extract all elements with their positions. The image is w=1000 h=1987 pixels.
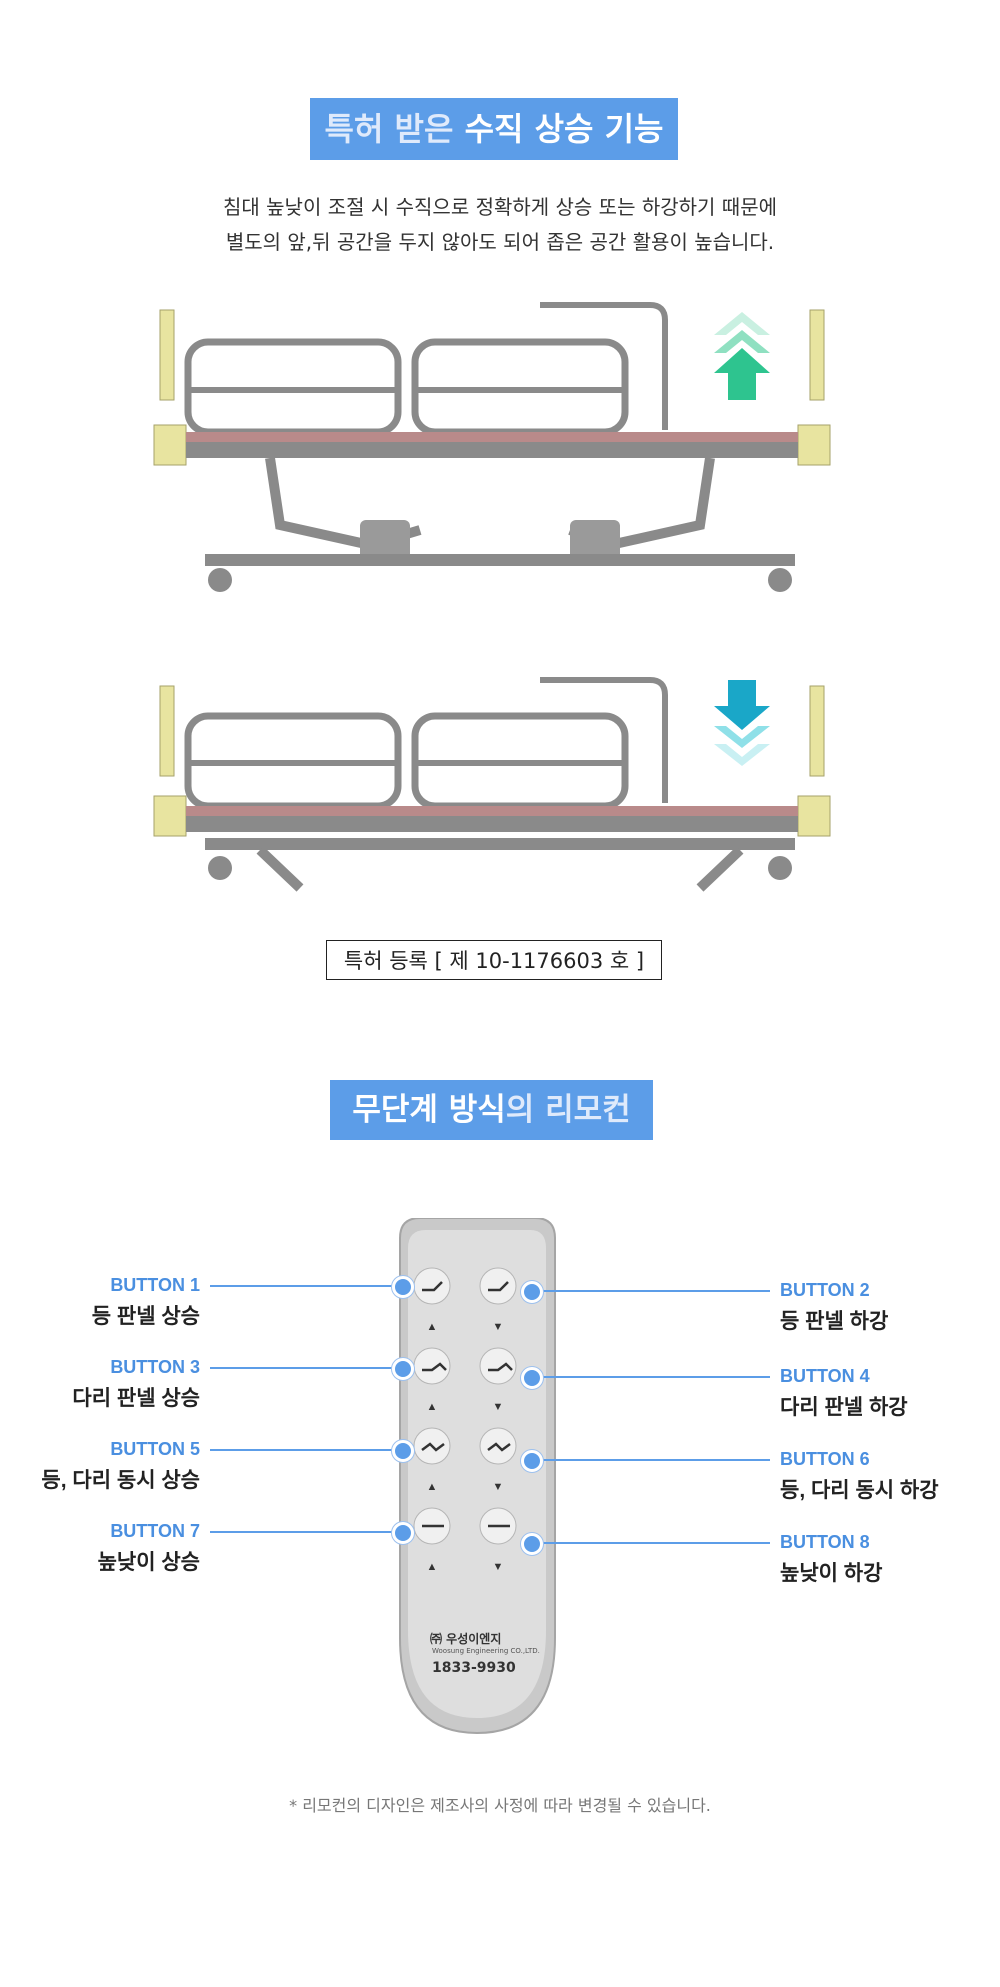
button-1-label: BUTTON 1 등 판넬 상승 <box>40 1275 200 1330</box>
button-3-label: BUTTON 3 다리 판넬 상승 <box>40 1357 200 1412</box>
button-6-title: BUTTON 6 <box>780 1449 870 1469</box>
button-2-label: BUTTON 2 등 판넬 하강 <box>780 1280 980 1335</box>
button-5-title: BUTTON 5 <box>110 1439 200 1459</box>
button-1-leader <box>210 1285 405 1287</box>
button-7-title: BUTTON 7 <box>110 1521 200 1541</box>
button-3-desc: 다리 판넬 상승 <box>72 1387 200 1410</box>
button-7-marker <box>392 1522 414 1544</box>
svg-text:▼: ▼ <box>493 1481 504 1493</box>
section-title-remote: 무단계 방식의 리모컨 <box>330 1080 653 1140</box>
banner-suffix: 의 리모컨 <box>505 1092 631 1128</box>
banner-main: 수직 상승 기능 <box>464 110 664 148</box>
button-8-desc: 높낮이 하강 <box>780 1562 883 1585</box>
button-6-marker <box>521 1450 543 1472</box>
button-7-label: BUTTON 7 높낮이 상승 <box>40 1521 200 1576</box>
button-7-desc: 높낮이 상승 <box>97 1551 200 1574</box>
button-8-label: BUTTON 8 높낮이 하강 <box>780 1532 980 1587</box>
remote-design-note: * 리모컨의 디자인은 제조사의 사정에 따라 변경될 수 있습니다. <box>289 1796 711 1815</box>
svg-text:▲: ▲ <box>427 1481 438 1493</box>
svg-text:▲: ▲ <box>427 1321 438 1333</box>
button-2-desc: 등 판넬 하강 <box>780 1310 889 1333</box>
button-8-title: BUTTON 8 <box>780 1532 870 1552</box>
svg-text:▲: ▲ <box>427 1561 438 1573</box>
button-1-title: BUTTON 1 <box>110 1275 200 1295</box>
bed-raised-illustration <box>153 302 831 592</box>
button-7-leader <box>210 1531 405 1533</box>
button-5-leader <box>210 1449 405 1451</box>
remote-control: ▲ ▼ ▲ ▼ ▲ ▼ ▲ ▼ <box>399 1218 556 1735</box>
button-2-title: BUTTON 2 <box>780 1280 870 1300</box>
svg-text:▼: ▼ <box>493 1401 504 1413</box>
remote-brand-en: Woosung Engineering CO.,LTD. <box>432 1647 540 1655</box>
remote-brand: ㈜ 우성이엔지 <box>430 1632 502 1646</box>
remote-phone: 1833-9930 <box>432 1660 516 1676</box>
description-line-1: 침대 높낮이 조절 시 수직으로 정확하게 상승 또는 하강하기 때문에 <box>222 195 778 219</box>
section-title-vertical-lift: 특허 받은 수직 상승 기능 <box>310 98 678 160</box>
svg-text:▼: ▼ <box>493 1561 504 1573</box>
svg-text:▼: ▼ <box>493 1321 504 1333</box>
button-6-desc: 등, 다리 동시 하강 <box>780 1479 939 1502</box>
banner-prefix: 특허 받은 <box>324 110 465 148</box>
button-4-label: BUTTON 4 다리 판넬 하강 <box>780 1366 980 1421</box>
button-5-marker <box>392 1440 414 1462</box>
button-5-desc: 등, 다리 동시 상승 <box>41 1469 200 1492</box>
button-5-label: BUTTON 5 등, 다리 동시 상승 <box>20 1439 200 1494</box>
button-4-desc: 다리 판넬 하강 <box>780 1396 908 1419</box>
button-4-leader <box>535 1376 770 1378</box>
button-1-marker <box>392 1276 414 1298</box>
button-8-marker <box>521 1533 543 1555</box>
button-3-leader <box>210 1367 405 1369</box>
button-2-marker <box>521 1281 543 1303</box>
button-2-leader <box>535 1290 770 1292</box>
banner-main: 무단계 방식 <box>352 1092 506 1128</box>
button-4-marker <box>521 1367 543 1389</box>
button-1-desc: 등 판넬 상승 <box>91 1305 200 1328</box>
button-8-leader <box>535 1542 770 1544</box>
bed-lowered-illustration <box>153 677 831 892</box>
description-line-2: 별도의 앞,뒤 공간을 두지 않아도 되어 좁은 공간 활용이 높습니다. <box>225 230 775 254</box>
button-4-title: BUTTON 4 <box>780 1366 870 1386</box>
button-6-label: BUTTON 6 등, 다리 동시 하강 <box>780 1449 990 1504</box>
button-6-leader <box>535 1459 770 1461</box>
button-3-title: BUTTON 3 <box>110 1357 200 1377</box>
svg-text:▲: ▲ <box>427 1401 438 1413</box>
button-3-marker <box>392 1358 414 1380</box>
patent-registration: 특허 등록 [ 제 10-1176603 호 ] <box>326 940 662 980</box>
